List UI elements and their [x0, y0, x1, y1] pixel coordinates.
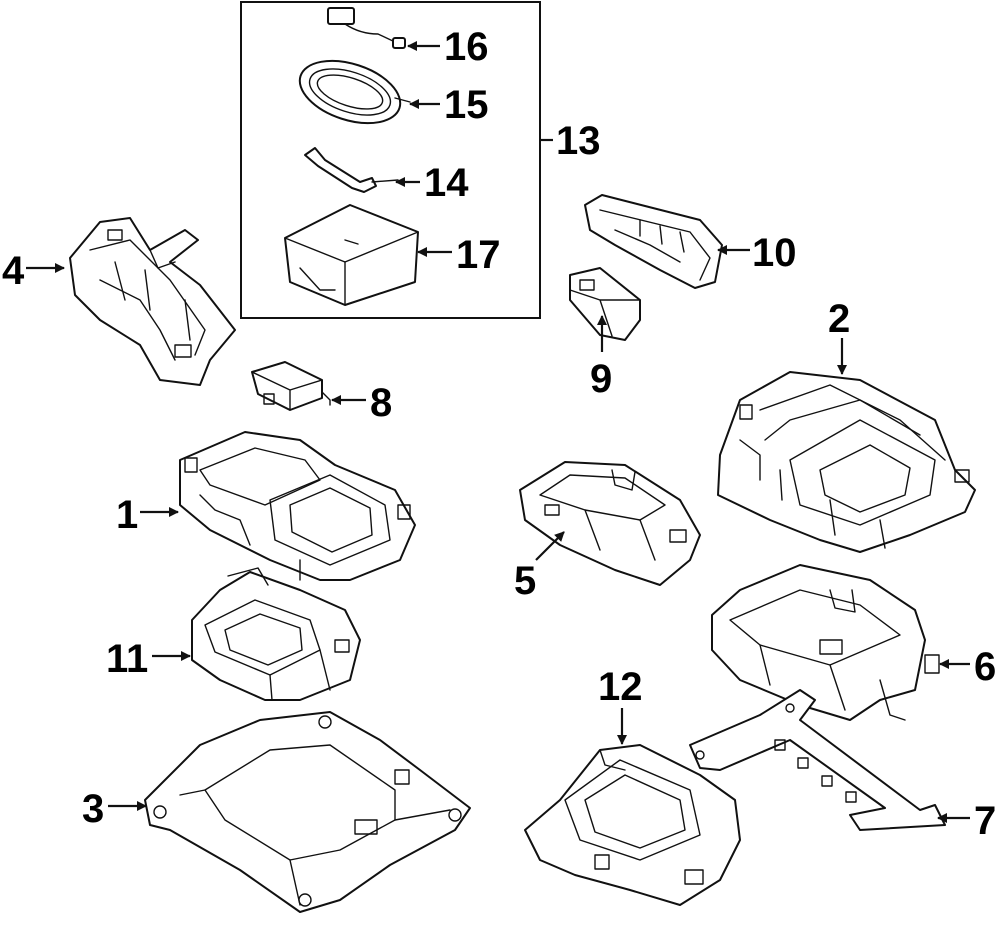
part-11-converter-module: [191, 567, 361, 701]
part-12-dc-converter: [524, 744, 741, 906]
callout-11: 11: [106, 637, 148, 681]
callout-6: 6: [974, 645, 996, 689]
part-8-control-module: [251, 361, 331, 411]
leader-5: [535, 531, 565, 561]
callout-4: 4: [2, 249, 25, 293]
callout-12: 12: [598, 665, 643, 709]
part-17-module-box: [284, 204, 419, 306]
callout-15: 15: [444, 83, 489, 127]
part-14-strap: [304, 147, 399, 193]
callout-3: 3: [82, 787, 104, 831]
part-9-connector-block: [569, 267, 641, 341]
part-1-inverter: [179, 431, 416, 581]
callout-5: 5: [514, 559, 536, 603]
part-15-cable-coil: [298, 59, 411, 125]
callout-7: 7: [974, 799, 996, 843]
callout-1: 1: [116, 493, 138, 537]
part-7-mounting-bracket: [689, 689, 946, 831]
callout-2: 2: [828, 297, 850, 341]
callout-13: 13: [556, 119, 601, 163]
part-3-subframe: [144, 711, 471, 913]
callout-10: 10: [752, 231, 797, 275]
callout-16: 16: [444, 25, 489, 69]
kit-group-box: [240, 1, 541, 319]
callout-8: 8: [370, 381, 392, 425]
part-2-inverter-assembly: [717, 371, 976, 553]
part-16-sensor: [327, 7, 406, 49]
part-4-bracket-assembly: [69, 217, 236, 386]
callout-17: 17: [456, 233, 501, 277]
part-6-power-module: [711, 564, 940, 721]
callout-9: 9: [590, 357, 612, 401]
part-5-inverter-module: [519, 461, 701, 586]
callout-14: 14: [424, 161, 469, 205]
part-10-cover-panel: [584, 194, 723, 289]
